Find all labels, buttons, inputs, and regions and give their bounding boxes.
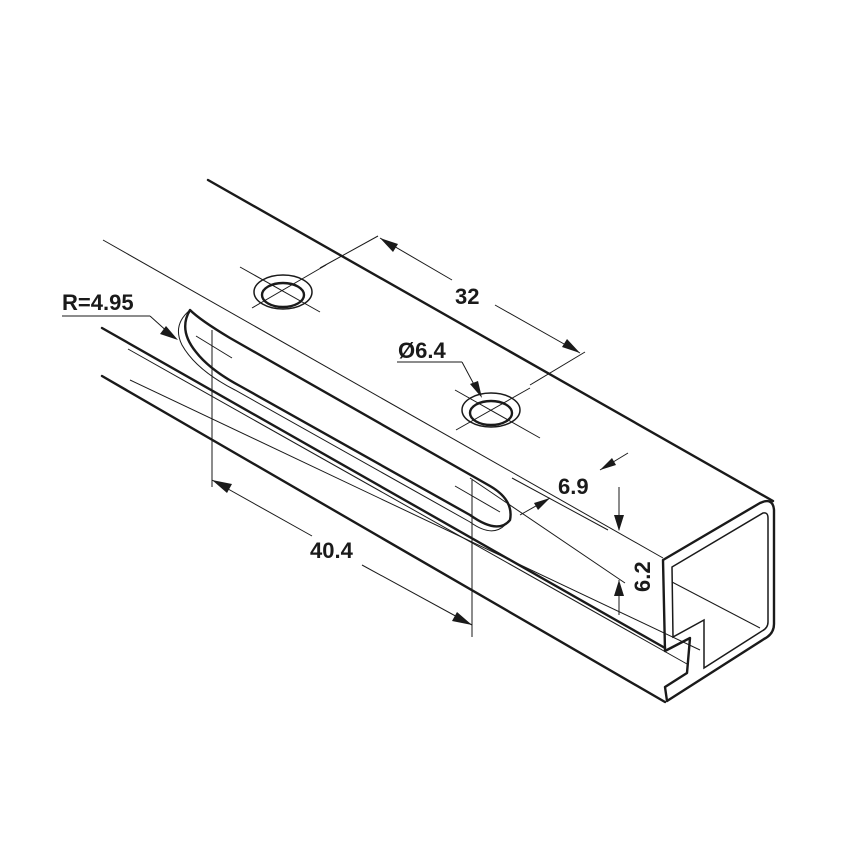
dim-hole-offset: 6.9: [558, 474, 589, 499]
hole-1: [260, 281, 306, 309]
dim-slot-radius: R=4.95: [62, 290, 134, 315]
dim-slot-length: 40.4: [310, 538, 354, 563]
hole-2: [468, 399, 514, 427]
mounting-holes: [239, 264, 541, 439]
hole-1-countersink: [253, 274, 313, 310]
dimension-lines: [62, 235, 629, 637]
dimension-labels: 32 Ø6.4 R=4.95 6.9 40.4 6.2: [62, 284, 655, 592]
dim-slot-offset: 6.2: [630, 561, 655, 592]
hole-2-countersink: [461, 392, 521, 428]
dim-hole-diameter: Ø6.4: [398, 338, 446, 363]
dim-hole-spacing: 32: [455, 284, 479, 309]
rail-body: [100, 178, 776, 704]
slot: [177, 308, 512, 532]
